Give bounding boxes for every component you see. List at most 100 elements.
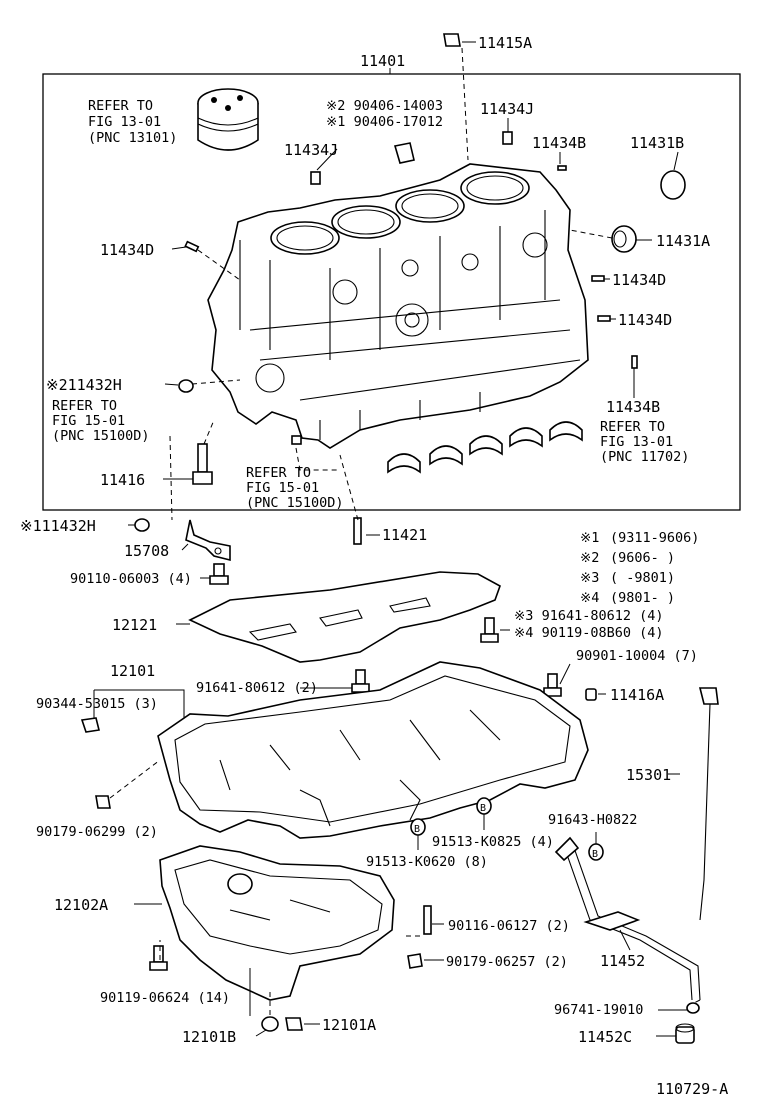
label-90116-06127: 90116-06127 (2) [448,918,570,934]
pin-11434D-b-drawing [591,275,605,282]
pin-11434D-c-drawing [597,315,611,322]
refer-bearing-line3: (PNC 11702) [600,449,689,465]
oil-pan-12101-drawing [157,661,589,839]
label-11416A: 11416A [610,686,664,704]
plug-11432H-a-drawing [178,379,194,393]
label-11432H-a: ※211432H [46,376,122,394]
label-11434D-c: 11434D [618,311,672,329]
bolt-90110-drawing [209,563,229,585]
label-12101B: 12101B [182,1028,236,1046]
label-11434J-a: 11434J [284,141,338,159]
label-12101A: 12101A [322,1016,376,1034]
applicability-legend: ※1 (9311-9606) ※2 (9606- ) ※3 ( -9801) ※… [580,530,699,606]
marker-b-91643: B [588,843,604,861]
refer-bearing-line1: REFER TO [600,419,665,435]
bolt-90119-06624-drawing [149,945,168,971]
bracket-15708-drawing [185,519,231,562]
pin-11434J-b-drawing [502,131,513,145]
crank-bearings-drawing [387,421,583,474]
refer-bearing-line2: FIG 13-01 [600,434,673,450]
cylinder-block-drawing [207,163,589,449]
label-15708: 15708 [124,542,169,560]
label-91513-K0620: 91513-K0620 (8) [366,854,488,870]
legend-3-mark: ※3 [580,570,599,586]
dipstick-guide-11452-drawing [554,836,701,1001]
label-90901-10004: 90901-10004 (7) [576,648,698,664]
label-15301: 15301 [626,766,671,784]
label-11434D-a: 11434D [100,241,154,259]
label-90119-06624: 90119-06624 (14) [100,990,230,1006]
baffle-plate-12121-drawing [188,571,501,663]
label-11421: 11421 [382,526,427,544]
refer-fig1501-a-line3: (PNC 15100D) [52,428,150,444]
label-90406-17012: ※1 90406-17012 [326,114,443,130]
plug-11416A-drawing [585,688,597,701]
pin-dowel-fig1501-drawing [291,435,302,445]
label-12101: 12101 [110,662,155,680]
label-91641-80612-2: 91641-80612 (2) [196,680,318,696]
bolt-11415A-drawing [443,33,461,47]
marker-b-91513-825: B [476,797,492,815]
stud-11421-drawing [353,517,362,545]
plug-90179-06257-drawing [407,953,423,969]
label-11452C: 11452C [578,1028,632,1046]
label-12102A: 12102A [54,896,108,914]
label-11432H-b: ※111432H [20,517,96,535]
label-11434B-a: 11434B [532,134,586,152]
pin-11434D-a-drawing [184,240,200,253]
label-11431B: 11431B [630,134,684,152]
label-96741-19010: 96741-19010 [554,1002,643,1018]
plug-90179-06299-drawing [95,795,111,809]
pin-11434J-a-drawing [310,171,321,185]
refer-fig1501-b-line1: REFER TO [246,465,311,481]
plug-11432H-b-drawing [134,518,150,532]
label-11434B-b: 11434B [606,398,660,416]
refer-piston-line1: REFER TO [88,98,153,114]
refer-fig1501-b-line3: (PNC 15100D) [246,495,344,511]
label-90179-06257: 90179-06257 (2) [446,954,568,970]
label-11415A: 11415A [478,34,532,52]
bolt-11416-drawing [192,443,213,485]
label-11434J-b: 11434J [480,100,534,118]
stud-90116-drawing [423,905,432,935]
svg-text:B: B [592,849,598,860]
label-11452: 11452 [600,952,645,970]
bolt-91641-2-drawing [351,669,370,693]
legend-1-mark: ※1 [580,530,599,546]
label-91643-H0822: 91643-H0822 [548,812,637,828]
legend-4-range: (9801- ) [610,590,675,606]
plug-11431B-drawing [660,170,686,200]
marker-b-91513-620: B [410,818,426,836]
label-11401: 11401 [360,52,405,70]
label-90179-06299: 90179-06299 (2) [36,824,158,840]
pin-11434B-b-drawing [631,355,638,369]
legend-1-range: (9311-9606) [610,530,699,546]
label-90110: 90110-06003 (4) [70,571,192,587]
label-11416: 11416 [100,471,145,489]
cylinder-block-group-frame [42,73,741,511]
label-90406-14003: ※2 90406-14003 [326,98,443,114]
label-90344: 90344-53015 (3) [36,696,158,712]
refer-fig1501-a-line2: FIG 15-01 [52,413,125,429]
dipstick-15301-drawing [698,687,719,921]
pin-11434B-a-drawing [557,165,567,171]
label-91641-80612-4: ※3 91641-80612 (4) [514,608,663,624]
label-91513-K0825: 91513-K0825 (4) [432,834,554,850]
legend-2-range: (9606- ) [610,550,675,566]
label-12121: 12121 [112,616,157,634]
dowel-pin-90406-drawing [393,142,415,164]
piston-drawing [197,88,259,151]
leader-lines [93,41,701,1037]
refer-piston-line2: FIG 13-01 [88,114,161,130]
seal-11431A-drawing [611,225,637,253]
label-11431A: 11431A [656,232,710,250]
svg-text:B: B [414,824,420,835]
label-11434D-b: 11434D [612,271,666,289]
bolt-90119-08B60-drawing [480,617,499,643]
legend-3-range: ( -9801) [610,570,675,586]
label-90119-08B60: ※4 90119-08B60 (4) [514,625,663,641]
svg-text:B: B [480,803,486,814]
plug-12101A-drawing [285,1017,303,1031]
plug-11452C-drawing [675,1023,695,1044]
